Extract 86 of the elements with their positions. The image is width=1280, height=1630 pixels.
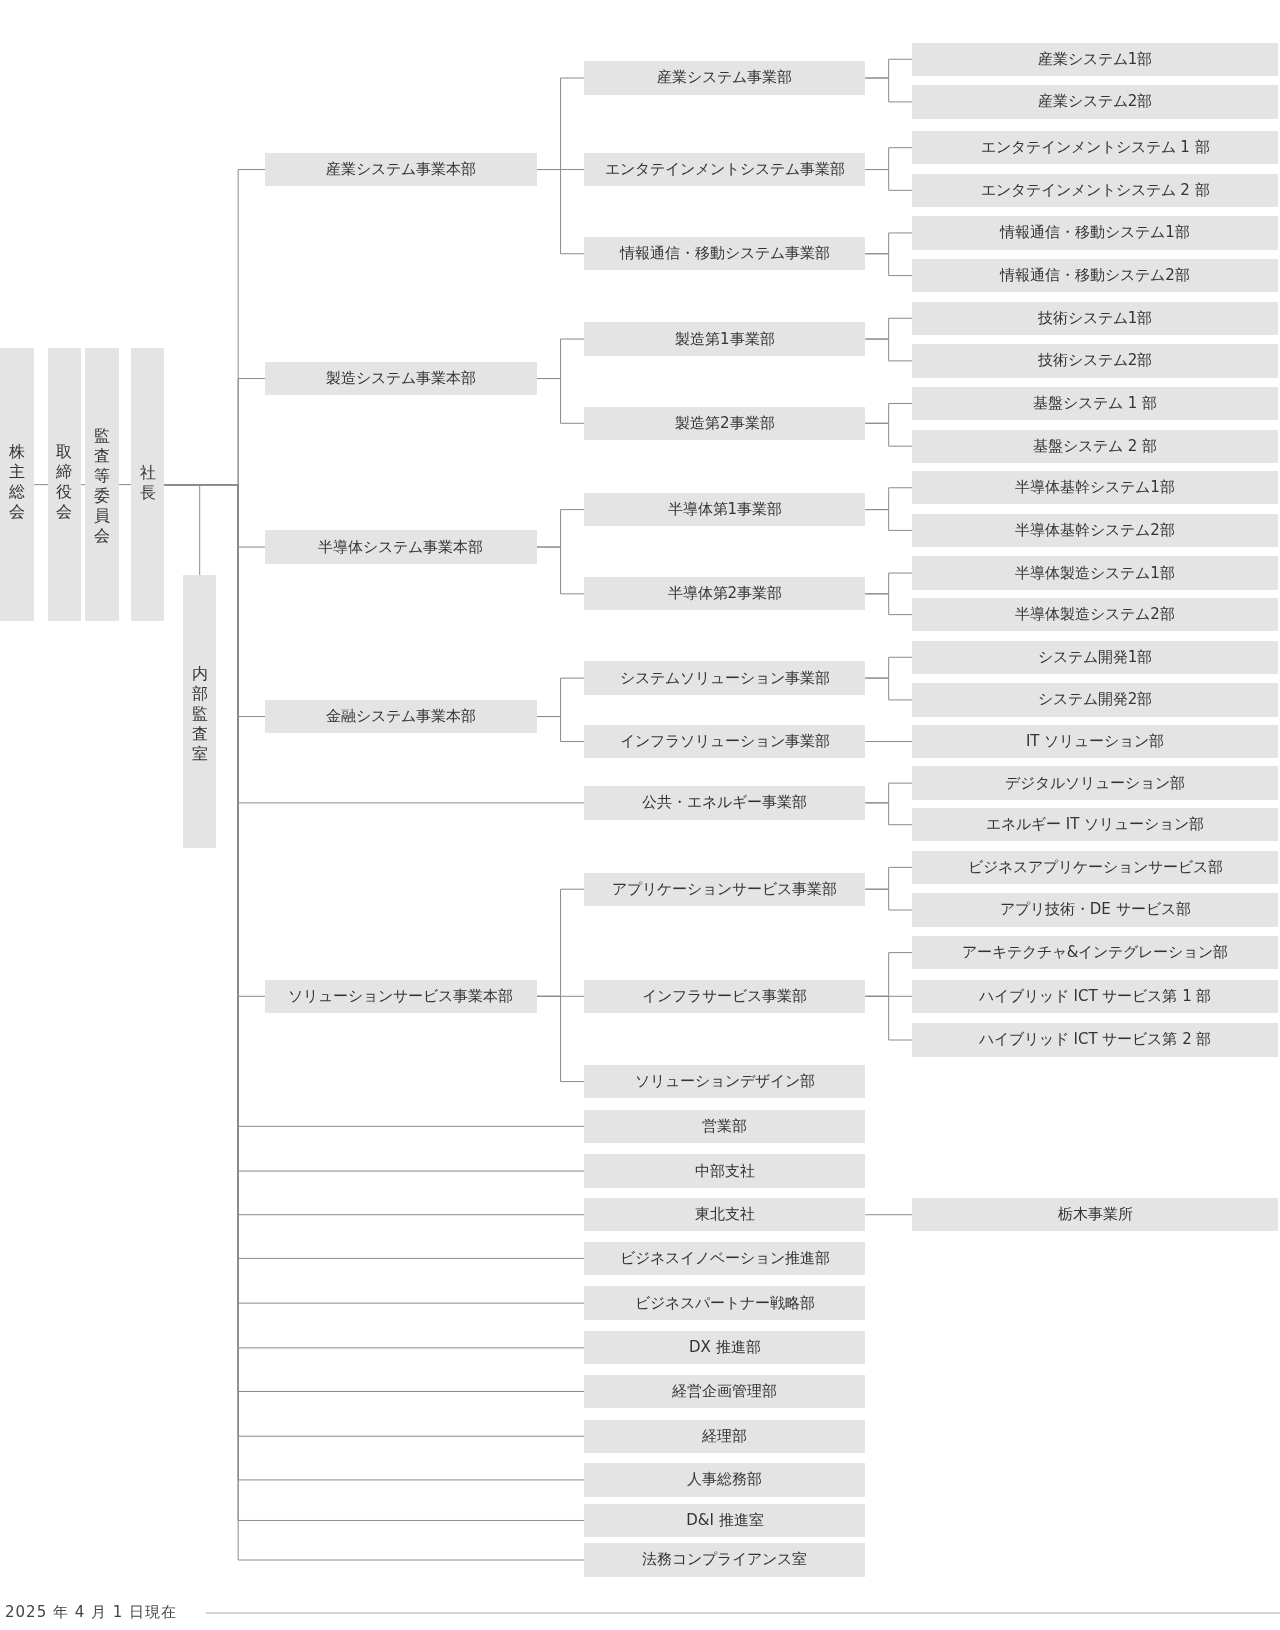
department-box	[183, 575, 217, 848]
connector-line	[864, 741, 913, 742]
department-box: 産業システム2部	[912, 85, 1279, 119]
department-box: 栃木事業所	[912, 1198, 1279, 1232]
department-box: 情報通信・移動システム事業部	[584, 237, 866, 271]
department-box: ソリューションデザイン部	[584, 1064, 866, 1099]
vertical-label: 取締役会	[56, 442, 73, 522]
department-box: システム開発2部	[912, 683, 1279, 717]
department-box: アプリケーションサービス事業部	[584, 872, 866, 906]
connector-line	[118, 484, 132, 486]
connector-line	[80, 484, 86, 486]
connector-line	[864, 253, 913, 277]
department-box	[47, 348, 82, 621]
department-box: 半導体製造システム1部	[912, 556, 1279, 590]
department-box: IT ソリューション部	[912, 724, 1279, 759]
department-box: 半導体システム事業本部	[265, 530, 537, 564]
connector-line	[536, 169, 585, 255]
department-box: ビジネスアプリケーションサービス部	[912, 850, 1279, 884]
connector-line	[536, 378, 585, 424]
connector-line	[864, 77, 913, 103]
department-box: DX 推進部	[584, 1331, 866, 1365]
department-box: 技術システム1部	[912, 301, 1279, 335]
date-note: 2025 年 4 月 1 日現在	[5, 1602, 178, 1622]
department-box: 半導体基幹システム1部	[912, 471, 1279, 505]
department-box: 経営企画管理部	[584, 1374, 866, 1409]
department-box: 金融システム事業本部	[265, 699, 537, 734]
department-box: ソリューションサービス事業本部	[265, 979, 537, 1013]
department-box: 営業部	[584, 1109, 866, 1143]
connector-line	[864, 1214, 913, 1216]
connector-line	[864, 422, 913, 447]
department-box: 基盤システム 1 部	[912, 386, 1279, 421]
department-box: インフラソリューション事業部	[584, 724, 866, 759]
department-box: アーキテクチャ&インテグレーション部	[912, 936, 1279, 970]
connector-line	[536, 716, 585, 742]
connector-line	[864, 677, 913, 701]
department-box: 製造システム事業本部	[265, 361, 537, 396]
department-box	[0, 348, 35, 621]
department-box: 製造第1事業部	[584, 322, 866, 356]
department-box: システム開発1部	[912, 640, 1279, 674]
department-box: エンタテインメントシステム 1 部	[912, 131, 1279, 165]
department-box: D&I 推進室	[584, 1503, 866, 1538]
department-box: 基盤システム 2 部	[912, 429, 1279, 463]
department-box	[131, 348, 165, 621]
connector-line	[864, 888, 913, 911]
connector-line	[864, 995, 913, 1041]
vertical-label: 内部監査室	[191, 663, 208, 764]
department-box: インフラサービス事業部	[584, 979, 866, 1013]
department-box: エネルギー IT ソリューション部	[912, 808, 1279, 842]
vertical-label: 社長	[139, 462, 156, 503]
department-box: 産業システム事業部	[584, 61, 866, 95]
department-box: ビジネスパートナー戦略部	[584, 1286, 866, 1320]
department-box: 情報通信・移動システム2部	[912, 258, 1279, 293]
department-box: 法務コンプライアンス室	[584, 1543, 866, 1577]
department-box: ビジネスイノベーション推進部	[584, 1241, 866, 1275]
department-box: 経理部	[584, 1419, 866, 1453]
department-box	[85, 348, 119, 621]
connector-line	[864, 509, 913, 531]
department-box: エンタテインメントシステム事業部	[584, 152, 866, 187]
connector-line	[864, 338, 913, 362]
department-box: 情報通信・移動システム1部	[912, 216, 1279, 250]
vertical-label: 株主総会	[9, 442, 26, 522]
connector-line	[864, 802, 913, 826]
connector-line	[33, 484, 49, 486]
connector-line	[864, 593, 913, 616]
department-box: デジタルソリューション部	[912, 766, 1279, 800]
department-box: 中部支社	[584, 1154, 866, 1188]
department-box: ハイブリッド ICT サービス第 1 部	[912, 979, 1279, 1013]
department-box: 半導体製造システム2部	[912, 598, 1279, 632]
vertical-label: 監査等委員会	[93, 426, 110, 547]
department-box: 東北支社	[584, 1198, 866, 1232]
department-box: アプリ技術・DE サービス部	[912, 893, 1279, 927]
department-box: エンタテインメントシステム 2 部	[912, 173, 1279, 207]
department-box: ハイブリッド ICT サービス第 2 部	[912, 1023, 1279, 1057]
department-box: 産業システム事業本部	[265, 152, 537, 187]
department-box: 公共・エネルギー事業部	[584, 786, 866, 820]
department-box: 人事総務部	[584, 1463, 866, 1497]
department-box: システムソリューション事業部	[584, 661, 866, 695]
department-box: 技術システム2部	[912, 344, 1279, 378]
connector-line	[536, 995, 585, 1083]
department-box: 半導体第1事業部	[584, 492, 866, 527]
connector-line	[864, 169, 913, 191]
department-box: 産業システム1部	[912, 42, 1279, 76]
department-box: 半導体基幹システム2部	[912, 513, 1279, 547]
connector-line	[536, 546, 585, 595]
department-box: 製造第2事業部	[584, 406, 866, 440]
department-box: 半導体第2事業部	[584, 577, 866, 611]
